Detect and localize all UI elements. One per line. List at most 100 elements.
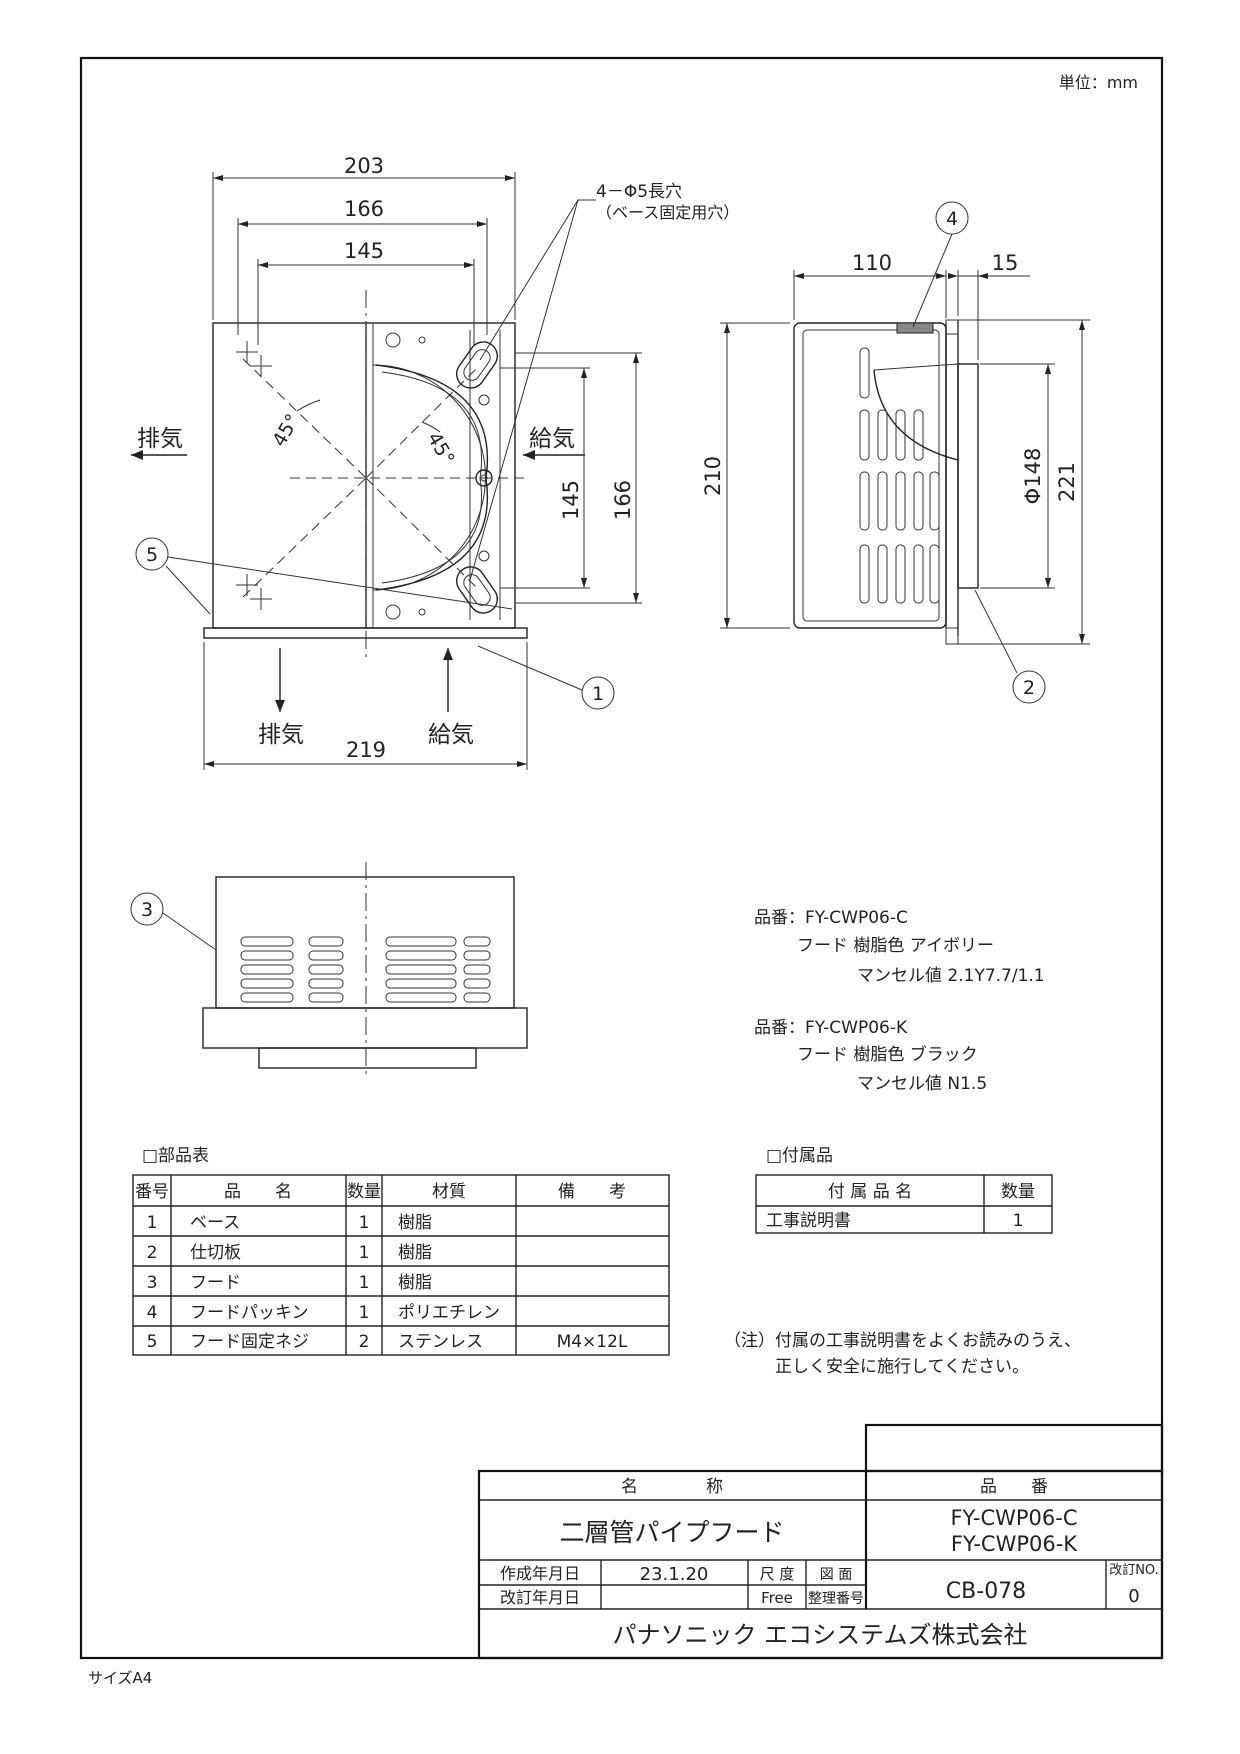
color-notes: 品番：FY-CWP06-C フード 樹脂色 アイボリー マンセル値 2.1Y7.… bbox=[754, 908, 1045, 1094]
table-cell: 1 bbox=[1013, 1211, 1024, 1231]
slot-hole-bottom bbox=[455, 566, 499, 614]
dim-221: 221 bbox=[1055, 462, 1079, 502]
drawing-label: 図 面 bbox=[820, 1567, 852, 1583]
dim-145-top: 145 bbox=[344, 239, 384, 263]
side-pipe bbox=[957, 363, 979, 589]
side-view: 110 15 210 Φ148 221 bbox=[701, 251, 1090, 645]
created-label: 作成年月日 bbox=[500, 1564, 580, 1583]
side-louvres bbox=[859, 347, 940, 604]
dim-110: 110 bbox=[852, 251, 892, 275]
exhaust-label-bottom: 排気 bbox=[258, 722, 304, 748]
table-cell: フード固定ネジ bbox=[190, 1332, 309, 1352]
angle-label-right: 45° bbox=[423, 429, 459, 469]
table-cell: ポリエチレン bbox=[398, 1303, 500, 1323]
table-cell: ベース bbox=[190, 1213, 240, 1233]
accessory-table-title: □付属品 bbox=[766, 1146, 833, 1166]
bottom-louvres-left bbox=[240, 936, 344, 1003]
created-date: 23.1.20 bbox=[640, 1564, 709, 1585]
table-cell: 樹脂 bbox=[398, 1273, 432, 1293]
color-note-2-munsell: マンセル値 N1.5 bbox=[857, 1074, 987, 1094]
note-line-2: 正しく安全に施行してください。 bbox=[775, 1357, 1029, 1377]
color-note-1-material: フード 樹脂色 アイボリー bbox=[797, 936, 994, 956]
supply-label-bottom: 給気 bbox=[428, 722, 474, 748]
dim-219: 219 bbox=[346, 738, 386, 762]
exhaust-label-side: 排気 bbox=[137, 426, 183, 452]
hole-note-2: （ベース固定用穴） bbox=[596, 203, 739, 222]
table-cell: 3 bbox=[147, 1273, 158, 1293]
drawing-no-label: 整理番号 bbox=[808, 1591, 864, 1607]
supply-label-side: 給気 bbox=[529, 426, 575, 452]
color-note-1-hinban: 品番：FY-CWP06-C bbox=[754, 908, 908, 928]
table-cell: M4×12L bbox=[557, 1332, 628, 1352]
parts-header-qty: 数量 bbox=[347, 1182, 381, 1202]
parts-header-name: 品 名 bbox=[224, 1182, 292, 1202]
angle-label-left: 45° bbox=[268, 410, 304, 450]
dim-15: 15 bbox=[992, 251, 1019, 275]
table-cell: 工事説明書 bbox=[766, 1211, 851, 1231]
bottom-pipe bbox=[258, 1047, 477, 1069]
table-cell: フードパッキン bbox=[190, 1303, 309, 1323]
title-hinban-header: 品 番 bbox=[980, 1477, 1048, 1497]
table-cell: 1 bbox=[359, 1273, 370, 1293]
accessory-header-name: 付 属 品 名 bbox=[828, 1182, 912, 1202]
scale-value: Free bbox=[761, 1589, 793, 1607]
size-label: サイズA4 bbox=[88, 1669, 152, 1687]
bottom-louvres-right bbox=[385, 936, 491, 1003]
dim-145-side: 145 bbox=[559, 480, 583, 520]
parts-header-remarks: 備 考 bbox=[558, 1182, 626, 1202]
title-block: 名 称 品 番 二層管パイプフード FY-CWP06-C FY-CWP06-K … bbox=[477, 1423, 1164, 1660]
callout-3: 3 bbox=[141, 899, 153, 921]
company-name: パナソニック エコシステムズ株式会社 bbox=[613, 1621, 1028, 1649]
model-number-1: FY-CWP06-C bbox=[950, 1506, 1077, 1530]
table-cell: 5 bbox=[147, 1332, 158, 1352]
table-cell: 樹脂 bbox=[398, 1243, 432, 1263]
callout-4: 4 bbox=[946, 208, 958, 230]
table-cell: 1 bbox=[359, 1213, 370, 1233]
parts-header-material: 材質 bbox=[432, 1182, 466, 1202]
sheet-border bbox=[79, 56, 1164, 1660]
note-line-1: （注）付属の工事説明書をよくお読みのうえ、 bbox=[724, 1331, 1081, 1351]
title-name-header: 名 称 bbox=[621, 1477, 723, 1497]
scale-label: 尺 度 bbox=[760, 1565, 795, 1583]
callout-2: 2 bbox=[1023, 677, 1035, 699]
parts-header-no: 番号 bbox=[135, 1182, 169, 1202]
revision-number: 0 bbox=[1128, 1586, 1139, 1607]
dim-166-top: 166 bbox=[344, 197, 384, 221]
table-cell: 1 bbox=[147, 1213, 158, 1233]
revision-label: 改訂NO. bbox=[1109, 1562, 1159, 1578]
color-note-2-material: フード 樹脂色 ブラック bbox=[797, 1044, 978, 1065]
front-view: 45° 45° 排気 給気 排気 給気 bbox=[131, 154, 739, 770]
parts-table: □部品表 番号 品 名 数量 材質 備 考 1 ベース 1 樹脂 2 仕切板 bbox=[132, 1146, 670, 1356]
color-note-2-hinban: 品番：FY-CWP06-K bbox=[754, 1018, 908, 1038]
color-note-1-munsell: マンセル値 2.1Y7.7/1.1 bbox=[857, 966, 1045, 986]
table-cell: 1 bbox=[359, 1243, 370, 1263]
callouts: 1 2 3 4 5 bbox=[130, 201, 1046, 951]
bottom-view bbox=[202, 862, 528, 1078]
dim-210: 210 bbox=[701, 456, 725, 496]
parts-table-title: □部品表 bbox=[142, 1146, 209, 1166]
callout-5: 5 bbox=[146, 544, 158, 566]
callout-1: 1 bbox=[592, 683, 604, 705]
table-cell: 樹脂 bbox=[398, 1213, 432, 1233]
slot-hole-top bbox=[455, 341, 499, 389]
bottom-flange bbox=[202, 1007, 528, 1049]
unit-label: 単位：mm bbox=[1059, 73, 1138, 92]
model-number-2: FY-CWP06-K bbox=[951, 1532, 1078, 1556]
table-cell: 1 bbox=[359, 1303, 370, 1323]
table-cell: 2 bbox=[359, 1332, 370, 1352]
accessory-table: □付属品 付 属 品 名 数量 工事説明書 1 bbox=[755, 1146, 1053, 1234]
drawing-number: CB-078 bbox=[946, 1579, 1026, 1604]
dim-166-side: 166 bbox=[611, 480, 635, 520]
dim-203: 203 bbox=[344, 154, 384, 178]
product-name: 二層管パイプフード bbox=[559, 1518, 784, 1547]
hole-note-1: 4－Φ5長穴 bbox=[596, 182, 682, 202]
table-cell: 4 bbox=[147, 1303, 158, 1323]
accessory-header-qty: 数量 bbox=[1001, 1182, 1035, 1202]
table-cell: 2 bbox=[147, 1243, 158, 1263]
revised-label: 改訂年月日 bbox=[500, 1588, 580, 1607]
table-cell: フード bbox=[190, 1273, 241, 1293]
dim-phi148: Φ148 bbox=[1021, 448, 1045, 505]
table-cell: ステンレス bbox=[398, 1332, 483, 1352]
table-cell: 仕切板 bbox=[190, 1243, 241, 1263]
